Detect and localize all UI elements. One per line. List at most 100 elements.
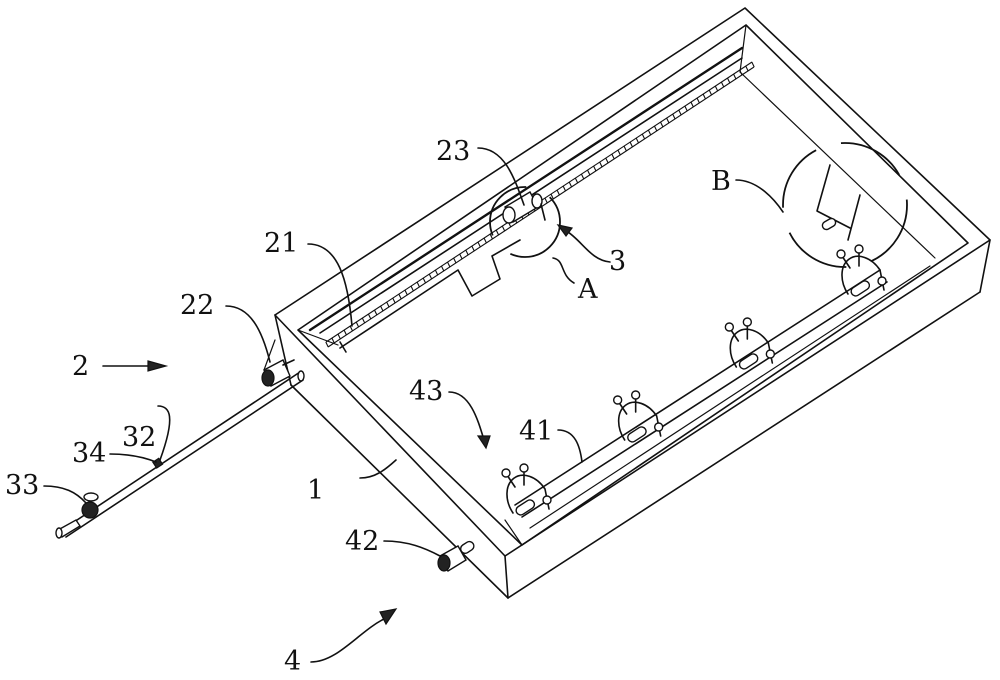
turntable-disc xyxy=(841,255,885,295)
thread-tick xyxy=(459,253,463,260)
peg-side-cap xyxy=(765,349,776,359)
frame-inner-rim xyxy=(297,24,969,546)
frame-box xyxy=(274,7,991,599)
detail-circle-a xyxy=(489,186,561,258)
slider-collar xyxy=(531,193,543,209)
thread-tick xyxy=(373,309,378,316)
turntable-disc xyxy=(506,474,550,514)
thread-tick xyxy=(428,273,433,280)
arrow-2 xyxy=(147,360,169,372)
thread-tick xyxy=(647,129,652,136)
thread-tick xyxy=(489,233,494,240)
leader-22 xyxy=(225,305,271,363)
label-clamp-assembly: 3 xyxy=(609,246,626,277)
thread-tick xyxy=(361,317,366,324)
label-drive-motor: 22 xyxy=(180,290,214,321)
thread-tick xyxy=(733,73,737,80)
turntable xyxy=(724,317,776,370)
label-drive-assembly: 2 xyxy=(72,351,89,382)
peg-top-cap xyxy=(854,244,864,254)
thread-tick xyxy=(483,237,487,244)
b-strut xyxy=(847,194,861,241)
b-peg xyxy=(821,217,837,231)
shaft-stub xyxy=(515,499,536,516)
thread-tick xyxy=(690,101,694,108)
peg-top-cap xyxy=(630,390,641,400)
labels: 1 2 3 4 21 22 23 32 33 34 41 42 43 A B xyxy=(5,136,731,677)
motor-face xyxy=(261,369,275,387)
arrow-3 xyxy=(556,224,574,238)
peg-left-cap xyxy=(836,249,846,259)
thread-tick xyxy=(367,313,372,320)
label-rotating-assembly: 4 xyxy=(284,646,301,677)
thread-tick xyxy=(501,225,506,232)
thread-tick xyxy=(660,121,664,128)
thread-tick xyxy=(568,181,573,188)
thread-tick xyxy=(605,157,609,164)
peg-side-cap xyxy=(542,495,552,505)
label-pump-valve: 33 xyxy=(5,470,39,501)
leader-42 xyxy=(383,540,441,557)
thread-tick xyxy=(386,301,390,308)
thread-tick xyxy=(471,245,475,252)
thread-tick xyxy=(745,65,749,72)
shaft-stub xyxy=(627,426,647,443)
thread-tick xyxy=(325,341,329,348)
thread-tick xyxy=(678,109,682,116)
label-turntable-group: 43 xyxy=(409,376,443,407)
frame-inner-floor-right xyxy=(739,71,936,259)
thread-tick xyxy=(726,77,731,84)
peg-left-cap xyxy=(724,322,735,332)
turntable-disc xyxy=(617,401,662,441)
thread-tick xyxy=(739,69,743,76)
thread-tick xyxy=(550,193,554,200)
peg-side-cap xyxy=(877,276,887,286)
leader-43 xyxy=(448,391,485,441)
label-frame: 1 xyxy=(307,475,324,506)
leaders xyxy=(43,147,784,663)
tube-end xyxy=(297,370,305,382)
label-screw-rod: 21 xyxy=(264,228,298,259)
turntable xyxy=(501,463,552,516)
leader-33 xyxy=(43,485,87,504)
lower-rail-bracket xyxy=(339,239,521,349)
frame-bottom-left xyxy=(290,384,509,599)
thread-tick xyxy=(447,261,451,268)
leader-4 xyxy=(310,617,387,663)
thread-tick xyxy=(611,153,615,160)
motor-mount xyxy=(263,339,276,371)
thread-tick xyxy=(556,189,560,196)
thread-tick xyxy=(702,93,707,100)
thread-tick xyxy=(666,117,670,124)
thread-tick xyxy=(684,105,688,112)
clamp-pin xyxy=(540,203,546,221)
thread-tick xyxy=(465,249,469,256)
pump-valve xyxy=(55,492,99,539)
shaft-stub xyxy=(850,280,871,297)
peg-left-cap xyxy=(612,395,623,405)
thread-tick xyxy=(434,269,439,276)
arrow-4 xyxy=(379,608,398,626)
motor-shaft xyxy=(282,359,295,366)
thread-tick xyxy=(398,293,402,300)
thread-tick xyxy=(410,285,414,292)
leader-34 xyxy=(109,453,157,463)
thread-tick xyxy=(751,61,755,68)
slider-end xyxy=(502,206,516,224)
side-drive xyxy=(55,339,305,539)
thread-tick xyxy=(422,277,427,284)
valve-cap xyxy=(83,492,99,502)
peg-left-cap xyxy=(501,468,511,478)
label-detail-b: B xyxy=(711,166,731,197)
frame-edge-right xyxy=(979,239,991,293)
shaft-top-line xyxy=(514,269,881,506)
thread-tick xyxy=(404,289,408,296)
thread-tick xyxy=(477,241,481,248)
thread-tick xyxy=(599,161,603,168)
arrow-43 xyxy=(476,435,491,450)
turntable xyxy=(612,390,664,443)
detail-circle-b xyxy=(782,142,908,268)
peg-side-cap xyxy=(653,422,664,432)
shaft-motor xyxy=(437,540,475,572)
